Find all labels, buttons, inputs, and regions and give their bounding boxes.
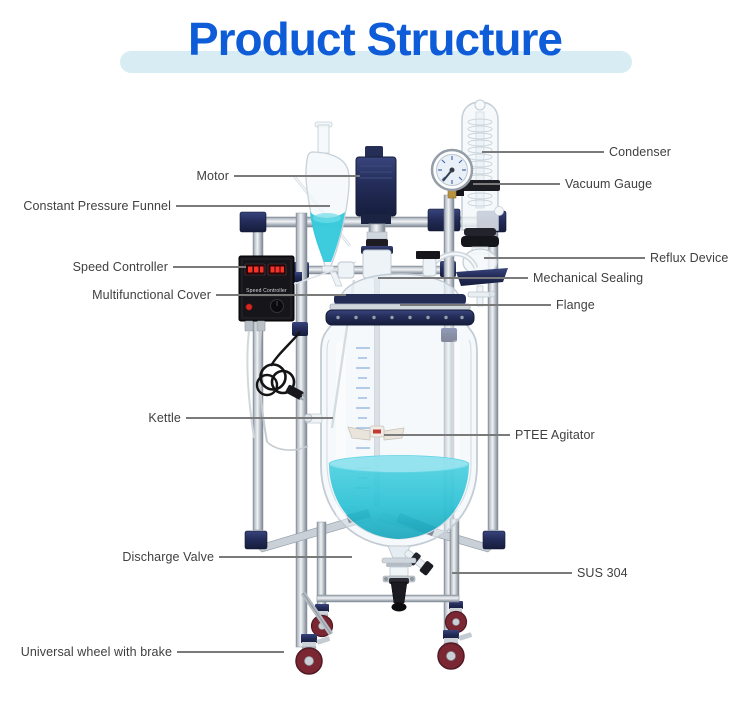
leader-mechanical-sealing — [378, 277, 528, 279]
condenser-top-nub — [474, 99, 486, 111]
leader-motor — [234, 175, 360, 177]
power-cord — [255, 331, 306, 401]
flange-ring — [325, 309, 475, 326]
label-constant-pressure-funnel: Constant Pressure Funnel — [23, 199, 171, 213]
leader-kettle — [186, 417, 333, 419]
leader-ptee-agitator — [384, 434, 510, 436]
label-mechanical-sealing: Mechanical Sealing — [533, 271, 644, 285]
condenser — [427, 99, 508, 307]
label-discharge-valve: Discharge Valve — [122, 550, 214, 564]
caster-back-right — [444, 601, 468, 634]
leader-reflux-device — [484, 257, 645, 259]
speed-controller: Speed Controller — [238, 255, 357, 451]
power-indicator — [245, 303, 253, 311]
vacuum-gauge — [430, 148, 474, 199]
caster-front-right — [437, 630, 473, 670]
kettle-liquid — [329, 463, 469, 539]
title-highlight-bar — [120, 51, 632, 73]
label-sus-304: SUS 304 — [577, 566, 628, 580]
leader-flange — [400, 304, 551, 306]
label-motor: Motor — [196, 169, 229, 183]
label-multifunctional-cover: Multifunctional Cover — [92, 288, 211, 302]
caster-front-left — [295, 634, 331, 675]
page-title: Product Structure — [187, 13, 563, 65]
discharge-valve — [381, 545, 434, 612]
label-ptee-agitator: PTEE Agitator — [515, 428, 595, 442]
funnel-liquid — [310, 212, 345, 262]
constant-pressure-funnel — [292, 121, 352, 287]
label-universal-wheel: Universal wheel with brake — [20, 645, 172, 659]
leader-condenser — [482, 151, 604, 153]
brake-lever — [316, 636, 331, 645]
leader-speed-controller — [173, 266, 246, 268]
brake-lever — [458, 632, 473, 641]
leader-sus-304 — [452, 572, 572, 574]
leader-discharge-valve — [219, 556, 352, 558]
leader-multifunctional-cover — [216, 294, 346, 296]
mechanical-seal — [361, 239, 393, 279]
label-condenser: Condenser — [609, 145, 672, 159]
label-kettle: Kettle — [148, 411, 181, 425]
label-flange: Flange — [556, 298, 595, 312]
speed-controller-panel-text: Speed Controller — [246, 288, 287, 294]
leader-vacuum-gauge — [473, 183, 560, 185]
label-speed-controller: Speed Controller — [72, 260, 168, 274]
leader-universal-wheel — [177, 651, 284, 653]
label-vacuum-gauge: Vacuum Gauge — [565, 177, 653, 191]
label-reflux-device: Reflux Device — [650, 251, 729, 265]
leader-constant-pressure-funnel — [176, 205, 330, 207]
